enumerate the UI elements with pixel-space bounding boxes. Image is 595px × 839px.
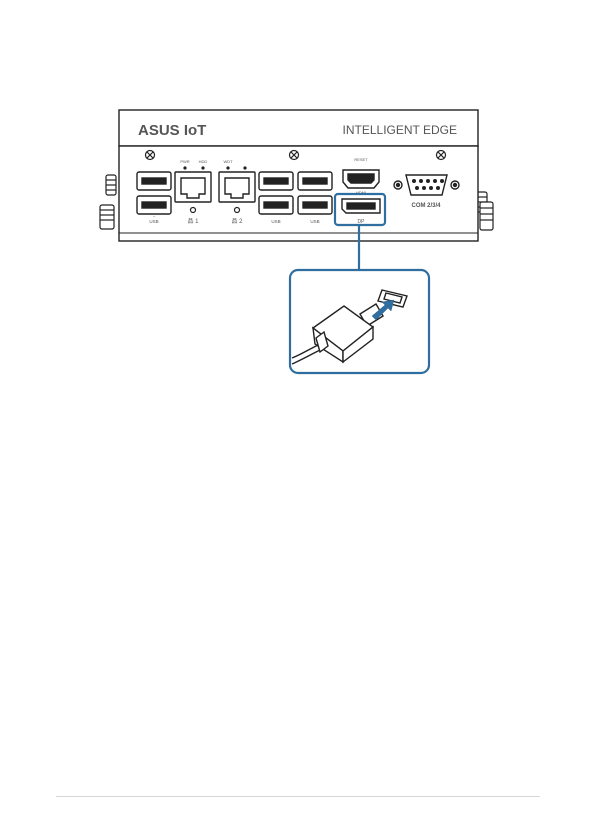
right-antenna-connectors <box>477 192 493 230</box>
lan1-label: 品 1 <box>187 218 199 225</box>
brand-logo: ASUS IoT <box>138 122 206 139</box>
usb-left-speed-label: ↔ <box>152 213 156 218</box>
led-label-wdt: WDT <box>223 159 233 164</box>
lan2-label: 品 2 <box>231 218 243 225</box>
left-antenna-connectors <box>100 175 116 229</box>
displayport-icon <box>342 199 380 213</box>
usb-right-label: USB <box>310 219 319 224</box>
usb-left-label: USB <box>149 219 158 224</box>
brand-tagline: INTELLIGENT EDGE <box>343 123 457 137</box>
hdmi-port-icon <box>343 170 379 188</box>
usb-mid-label: USB <box>271 219 280 224</box>
led-label-hdd: HDD <box>199 159 208 164</box>
led-label-pwr: PWR <box>180 159 189 164</box>
reset-label: RESET <box>354 157 368 162</box>
com-label: COM 2/3/4 <box>411 203 441 209</box>
footer-rule <box>56 796 540 797</box>
device-top-plate: ASUS IoT INTELLIGENT EDGE <box>119 110 478 146</box>
